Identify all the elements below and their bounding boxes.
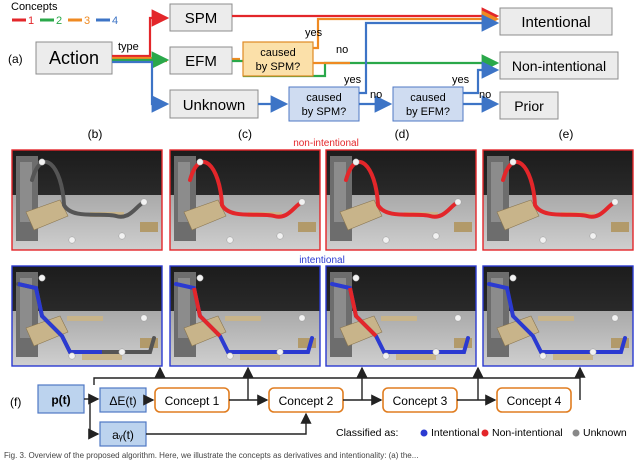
unknown-box [169, 89, 259, 119]
scene-panel-top-1 [11, 149, 163, 251]
loop-c1-p [93, 377, 249, 400]
a-y-label: aᵧ(t) [112, 428, 134, 442]
intentional-box [499, 7, 613, 36]
caused-efm-blue-line1: caused [410, 92, 445, 104]
caption-fragment: Fig. 3. Overview of the proposed algorit… [4, 451, 418, 460]
efm-label: EFM [185, 53, 217, 70]
concept-4-label: Concept 4 [507, 394, 562, 408]
intentional-label: Intentional [521, 14, 590, 31]
delta-e-label: ΔE(t) [109, 394, 136, 408]
non-intentional-dot [481, 429, 489, 437]
non-intentional-box [499, 51, 619, 80]
panel-label-a: (a) [8, 52, 23, 66]
prior-box [499, 91, 559, 120]
caused-by-spm-orange-box [242, 41, 314, 77]
scene-panel-top-3 [325, 149, 477, 251]
flow-blue-efm-yes [463, 61, 500, 95]
caused-efm-blue-line2: by EFM? [406, 106, 450, 118]
p-t-label: p(t) [51, 393, 70, 407]
blue-spm-no-label: no [370, 89, 382, 101]
flow-orange-yes [313, 10, 500, 50]
blue-efm-yes-label: yes [452, 74, 470, 86]
concept-2-label: Concept 2 [279, 394, 334, 408]
panel-label-b: (b) [88, 127, 103, 141]
unknown-dot [572, 429, 580, 437]
classified-prefix: Classified as: [336, 427, 398, 439]
flow-blue-spm-yes [359, 14, 500, 95]
caused-by-spm-blue-box [288, 86, 360, 122]
action-box [35, 41, 113, 75]
classified-unknown: Unknown [583, 427, 627, 439]
scene-panel-bottom-3 [325, 265, 477, 367]
row-label-non-intentional: non-intentional [293, 138, 359, 149]
caused-spm-blue-line2: by SPM? [302, 106, 347, 118]
arrow-p-ay [88, 399, 100, 440]
flow-blue-unknown [112, 60, 170, 113]
concept-legend: Concepts 1 2 3 4 [11, 1, 118, 27]
concept-3-label: Concept 3 [393, 394, 448, 408]
classified-non-intentional: Non-intentional [492, 427, 563, 439]
scene-panel-top-4 [482, 149, 634, 251]
scene-panel-top-2 [169, 149, 321, 251]
scene-panel-bottom-2 [169, 265, 321, 367]
caused-spm-orange-line1: caused [260, 47, 295, 59]
intentional-dot [420, 429, 428, 437]
delta-e-box [99, 387, 147, 413]
concept-4-box [496, 387, 572, 413]
legend-label-2: 2 [56, 15, 62, 27]
caused-by-efm-blue-box [392, 86, 464, 122]
classified-legend: Classified as: Intentional Non-intention… [336, 427, 627, 439]
orange-yes-label: yes [305, 27, 323, 39]
panel-label-f: (f) [10, 395, 21, 409]
flow-red-spm [112, 9, 170, 58]
panel-label-c: (c) [238, 127, 252, 141]
concept-1-label: Concept 1 [165, 394, 220, 408]
type-label: type [118, 41, 139, 53]
orange-no-label: no [336, 44, 348, 56]
arrow-ay-c2 [146, 412, 312, 435]
prior-label: Prior [514, 98, 544, 114]
caused-spm-blue-line1: caused [306, 92, 341, 104]
unknown-label: Unknown [183, 97, 246, 114]
scene-panel-bottom-1 [11, 265, 163, 367]
legend-label-1: 1 [28, 15, 34, 27]
action-label: Action [49, 48, 99, 68]
caused-spm-orange-line2: by SPM? [256, 61, 301, 73]
spm-box [169, 3, 233, 32]
panel-label-d: (d) [395, 127, 410, 141]
blue-spm-yes-label: yes [344, 74, 362, 86]
row-label-intentional: intentional [299, 255, 345, 266]
legend-label-4: 4 [112, 15, 118, 27]
spm-label: SPM [185, 10, 218, 27]
classified-intentional: Intentional [431, 427, 479, 439]
legend-title: Concepts [11, 1, 58, 13]
efm-box [169, 46, 233, 75]
non-intentional-label: Non-intentional [512, 58, 606, 74]
panel-label-e: (e) [559, 127, 574, 141]
blue-efm-no-label: no [479, 89, 491, 101]
scene-panel-bottom-4 [482, 265, 634, 367]
legend-label-3: 3 [84, 15, 90, 27]
